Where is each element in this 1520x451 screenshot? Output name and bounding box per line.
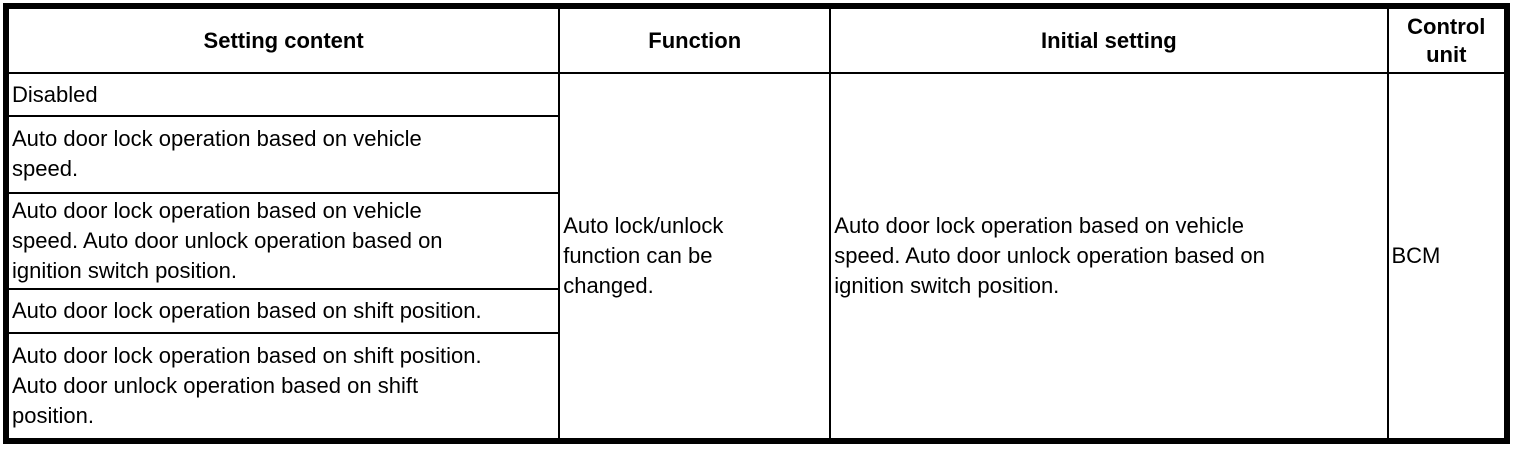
table-row: Auto door lock operation based on shift … [4,288,1507,335]
header-cell-setting-content: Setting content [4,5,561,74]
setting-content-cell: Disabled [4,71,561,118]
initial-setting-cell: Auto door lock operation based on vehicl… [829,72,1389,442]
table-row: Disabled Auto lock/unlock function can b… [4,71,1508,442]
table-row: Auto door lock operation based on vehicl… [4,115,1507,194]
header-row: Setting content Function Initial setting… [4,5,1508,74]
setting-content-cell: Auto door lock operation based on vehicl… [4,191,561,291]
table-row: Auto door lock operation based on shift … [4,332,1507,442]
header-cell-control-unit: Control unit [1386,5,1508,74]
auto-door-lock-settings-table: Setting content Function Initial setting… [3,3,1510,444]
header-cell-function: Function [558,5,832,74]
setting-content-cell: Auto door lock operation based on vehicl… [4,115,561,194]
header-cell-initial-setting: Initial setting [829,5,1389,74]
control-unit-cell: BCM [1386,72,1508,442]
function-cell: Auto lock/unlock function can be changed… [558,72,832,442]
table-row: Auto door lock operation based on vehicl… [4,191,1507,291]
setting-content-cell: Auto door lock operation based on shift … [4,288,561,335]
setting-content-cell: Auto door lock operation based on shift … [4,332,561,442]
